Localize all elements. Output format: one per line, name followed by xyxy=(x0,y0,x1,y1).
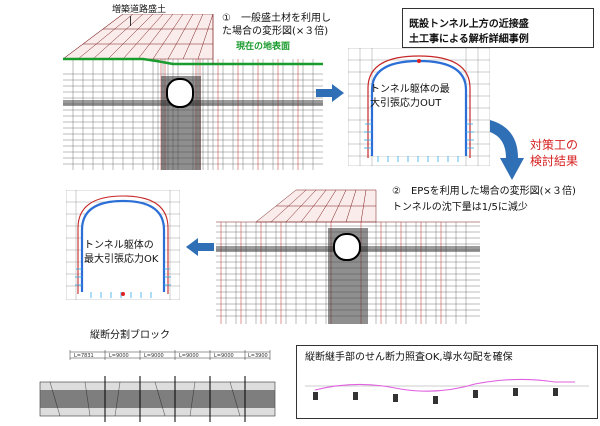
joint-check-panel: 縦断継手部のせん断力照査OK,導水勾配を確保 xyxy=(296,345,598,419)
arrow-left-icon xyxy=(186,238,214,256)
block-length-6: L=3900 xyxy=(248,353,268,359)
arrow-right-icon xyxy=(316,84,344,102)
block-length-4: L=9000 xyxy=(179,353,199,359)
detail2-text-line1: トンネル躯体の xyxy=(84,240,154,251)
detail2-text-line2: 最大引張応力OK xyxy=(84,254,159,265)
longitudinal-block-drawing: L=7831 L=9000 L=9000 L=9000 L=9000 L=390… xyxy=(30,346,280,422)
joint-profile-chart xyxy=(305,378,589,404)
curved-arrow-icon xyxy=(488,118,528,188)
tunnel-stress-detail-2 xyxy=(66,190,180,300)
block-length-2: L=9000 xyxy=(109,353,129,359)
title-line2: 土工事による解析詳細事例 xyxy=(409,34,529,45)
measure-result-line1: 対策工の xyxy=(530,138,579,152)
title-line1: 既設トンネル上方の近接盛 xyxy=(409,19,529,30)
fem-mesh-general-fill xyxy=(63,14,323,170)
detail1-text-line1: トンネル躯体の最 xyxy=(370,84,450,95)
block-length-1: L=7831 xyxy=(74,353,94,359)
embankment-leader xyxy=(130,16,131,26)
block-title: 縦断分割ブロック xyxy=(90,330,170,341)
fem-mesh-eps xyxy=(216,182,480,324)
case1-label-line2: た場合の変形図(×３倍) xyxy=(222,26,329,37)
case2-label-line2: トンネルの沈下量は1/5に減少 xyxy=(392,202,528,213)
ground-surface-label: 現在の地表面 xyxy=(236,42,291,52)
detail1-text-line2: 大引張応力OUT xyxy=(370,98,442,109)
title-box: 既設トンネル上方の近接盛 土工事による解析詳細事例 xyxy=(402,8,594,48)
case2-label-line1: ② EPSを利用した場合の変形図(×３倍) xyxy=(392,186,576,197)
block-length-3: L=9000 xyxy=(144,353,164,359)
tunnel-stress-detail-1 xyxy=(348,48,490,166)
embankment-label: 増築道路盛土 xyxy=(112,5,167,15)
case1-label-line1: ① 一般盛土材を利用し xyxy=(222,13,331,24)
block-length-5: L=9000 xyxy=(214,353,234,359)
joint-note-text: 縦断継手部のせん断力照査OK,導水勾配を確保 xyxy=(305,352,513,363)
measure-result-line2: 検討結果 xyxy=(530,154,579,168)
